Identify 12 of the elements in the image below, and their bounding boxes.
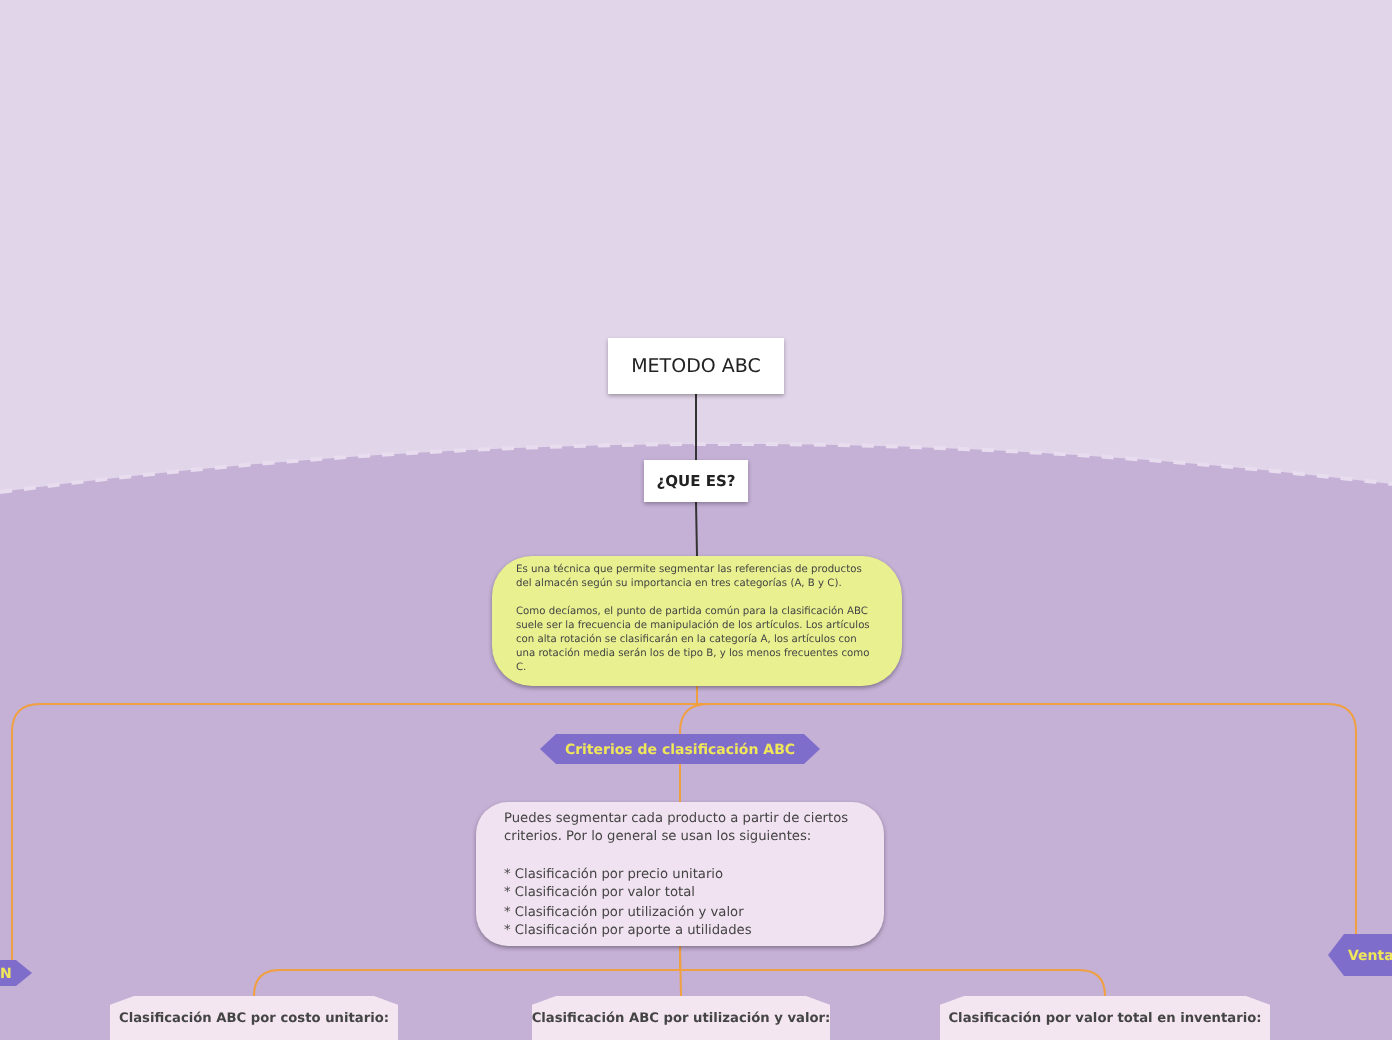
title-box: [644, 460, 748, 502]
connector-line: [679, 763, 681, 803]
connector-line: [695, 393, 697, 461]
criteria-box: [476, 802, 884, 946]
connector-line: [695, 501, 698, 557]
subtopic-box: [532, 996, 830, 1040]
title-box: [608, 338, 784, 394]
subtopic-box: [940, 996, 1270, 1040]
subtopic-box: [110, 996, 398, 1040]
connector-line: [679, 945, 1106, 997]
node-title: METODO ABC: [631, 355, 761, 377]
description-box: [492, 556, 902, 686]
